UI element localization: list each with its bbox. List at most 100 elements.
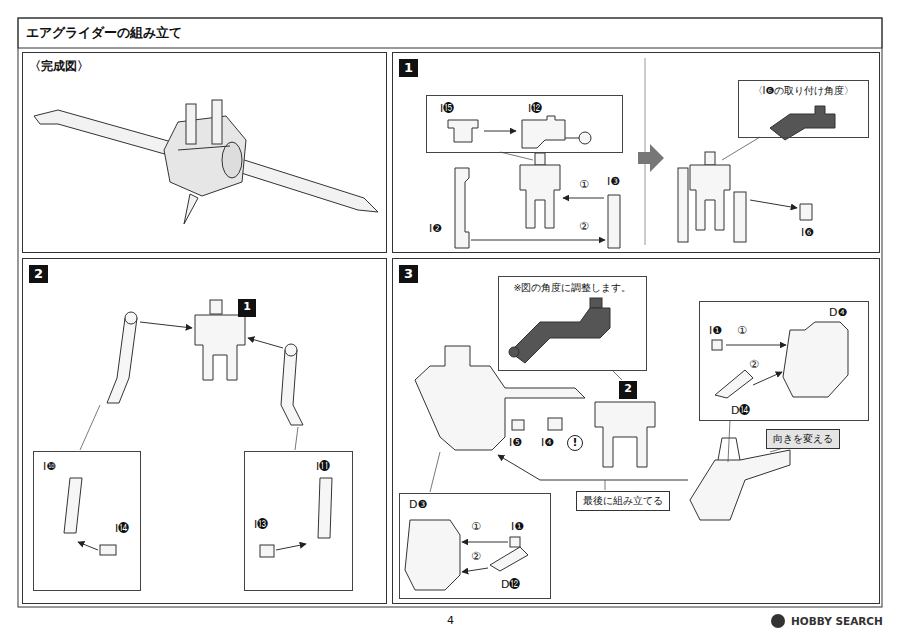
step2-drawing — [260, 545, 274, 557]
step1-drawing — [638, 144, 664, 172]
step3-drawing — [510, 537, 520, 547]
glider-drawing — [212, 100, 222, 144]
step1-drawing — [770, 106, 835, 140]
page-title: エアグライダーの組み立て — [26, 24, 182, 42]
step2-drawing — [248, 338, 283, 348]
step1-drawing — [535, 153, 545, 165]
step3-drawing — [690, 450, 790, 520]
glider-drawing — [34, 100, 378, 224]
step2-drawing — [210, 300, 222, 314]
page-number: 4 — [446, 614, 455, 628]
step3-drawing — [605, 480, 606, 490]
detail-inset: I⓫ I⓭ — [244, 451, 353, 591]
step1-drawing — [705, 152, 715, 165]
step3-drawing — [726, 345, 786, 346]
step-reference: 2 — [619, 381, 637, 399]
step3-drawing — [490, 547, 528, 571]
step2-drawing — [318, 478, 332, 538]
step3-drawing — [612, 370, 622, 380]
step-panel: 3※図の角度に調整します。2D❹I❶①②D⓮!向きを変える最後に組み立てるD❸①… — [392, 258, 880, 604]
glider-drawing — [164, 116, 246, 196]
panel-heading: 2 — [29, 265, 48, 283]
step1-drawing — [734, 192, 746, 242]
part-label: I❿ — [42, 460, 57, 474]
detail-inset: D❹I❶①②D⓮ — [699, 301, 869, 421]
step2-drawing — [281, 350, 303, 425]
part-number: I❺ — [508, 436, 523, 450]
step-panel: 1I⓯I⓬〈I❻の取り付け角度〉 — [392, 52, 880, 253]
step2-drawing — [107, 318, 137, 403]
step3-drawing — [712, 340, 722, 350]
step-order: ② — [578, 220, 590, 234]
step3-drawing — [510, 308, 610, 363]
step2-drawing — [195, 315, 245, 380]
detail-inset: I⓯ I⓬ — [426, 95, 623, 153]
step2-drawing — [64, 300, 332, 557]
step3-drawing — [548, 418, 562, 430]
part-label: I❶ — [510, 520, 525, 534]
note-text: 1 — [238, 299, 256, 315]
page-frame — [18, 18, 882, 607]
glider-drawing — [34, 110, 186, 160]
panel-heading: 〈完成図〉 — [29, 59, 89, 73]
step1-drawing — [645, 58, 646, 245]
glider-drawing — [178, 146, 230, 150]
step3-drawing — [430, 452, 440, 492]
step1-drawing — [484, 131, 516, 132]
part-label: ② — [748, 358, 760, 372]
step1-drawing — [522, 116, 565, 148]
step3-drawing — [509, 347, 519, 357]
step1-drawing — [750, 200, 797, 208]
part-label: 〈I❻の取り付け角度〉 — [739, 84, 868, 98]
step-reference: 1 — [238, 299, 256, 317]
detail-inset: D❸①I❶②D⓬ — [399, 493, 551, 599]
watermark-logo — [771, 614, 785, 628]
step3-drawing — [783, 322, 848, 397]
part-label: ② — [470, 550, 482, 564]
step3-drawing — [498, 455, 688, 480]
step2-drawing — [140, 322, 192, 328]
step2-drawing — [125, 312, 137, 324]
step1-drawing — [471, 240, 605, 241]
step3-drawing — [415, 346, 585, 450]
glider-drawing — [238, 158, 378, 212]
part-label: I⓫ — [315, 460, 331, 474]
part-label: I⓮ — [114, 522, 130, 536]
note-text: 最後に組み立てる — [577, 492, 669, 508]
part-label: I⓬ — [527, 102, 543, 116]
step1-drawing — [722, 137, 760, 160]
step3-drawing — [715, 370, 753, 398]
page-frame — [18, 18, 882, 48]
note-callout: 向きを変える — [766, 429, 840, 449]
watermark: HOBBY SEARCH — [790, 614, 884, 628]
page-frame — [18, 18, 882, 607]
glider-drawing — [222, 142, 242, 178]
part-number: I❻ — [800, 226, 815, 240]
part-label: I⓭ — [253, 518, 269, 532]
step1-drawing — [690, 165, 730, 230]
part-label: D❹ — [828, 306, 848, 320]
part-number: I❹ — [540, 436, 555, 450]
step3-drawing — [728, 420, 730, 462]
angle-note-inset: ※図の角度に調整します。 — [498, 276, 647, 371]
note-text: ! — [568, 436, 582, 450]
part-label: ① — [736, 324, 748, 338]
part-label: ※図の角度に調整します。 — [499, 281, 646, 295]
glider-drawing — [184, 194, 198, 224]
step3-drawing — [753, 372, 782, 385]
step2-drawing — [64, 478, 82, 533]
angle-callout: 〈I❻の取り付け角度〉 — [738, 80, 869, 138]
step3-drawing — [462, 542, 508, 543]
step1-drawing — [608, 195, 620, 248]
watermark-logo — [771, 614, 785, 628]
detail-inset: I❿ I⓮ — [33, 451, 141, 591]
panel-heading: 3 — [399, 265, 418, 283]
step3-drawing — [590, 298, 602, 308]
part-label: D⓮ — [730, 404, 751, 418]
step1-drawing — [565, 138, 579, 139]
part-label: I⓯ — [439, 102, 455, 116]
step1-drawing — [448, 120, 478, 142]
step-order: ① — [578, 178, 590, 192]
step1-drawing — [678, 168, 688, 242]
